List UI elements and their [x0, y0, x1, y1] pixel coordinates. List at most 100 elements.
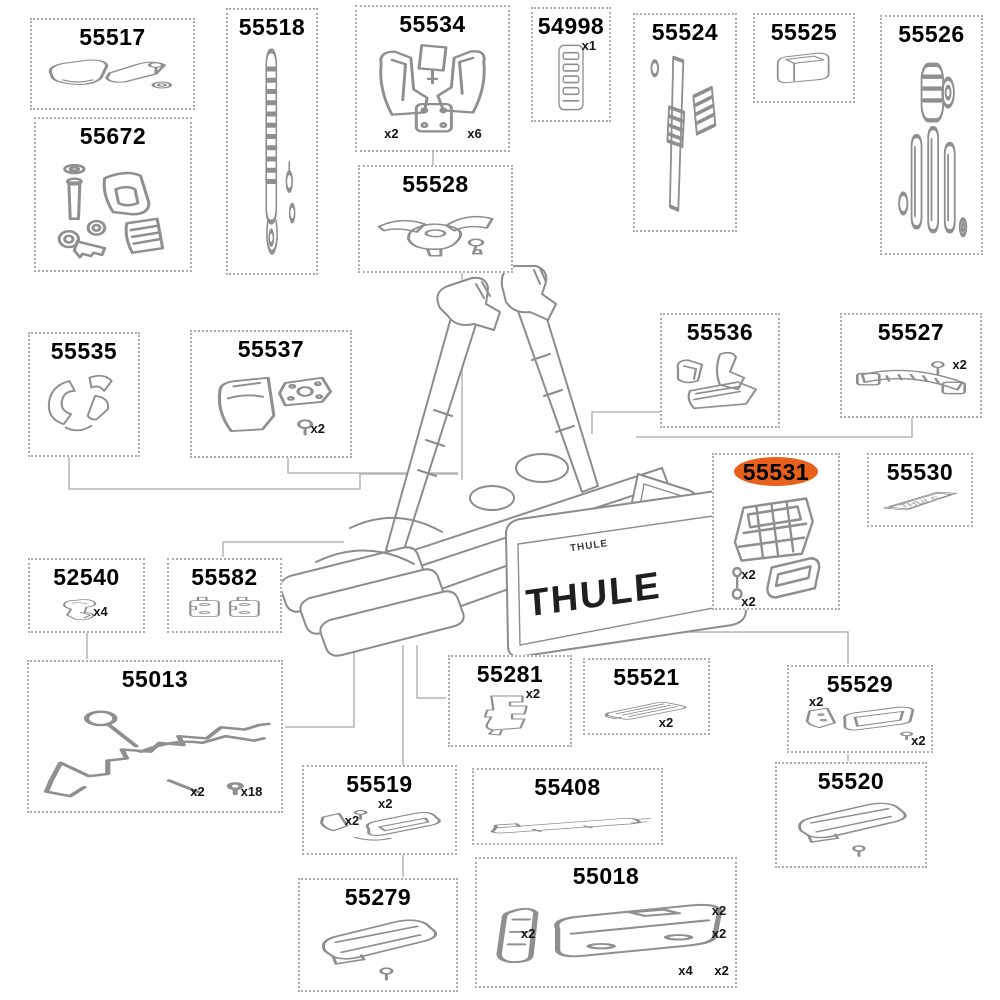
part-number: 55521	[613, 664, 680, 690]
quantity-label: x2	[384, 125, 399, 141]
part-box-55279[interactable]: 55279	[298, 878, 458, 992]
wheel-strap-loop	[515, 453, 569, 483]
frame-arm-right-head	[500, 265, 557, 321]
part-number: 55582	[191, 564, 258, 590]
connector-55536-to-assembly	[591, 411, 660, 434]
clip-sketch	[63, 599, 97, 621]
quantity-label: x2	[344, 812, 360, 828]
part-number: 55528	[402, 171, 469, 197]
part-box-55408[interactable]: 55408	[472, 768, 663, 845]
lamp-big-sketch	[798, 802, 907, 857]
part-box-55672[interactable]: 55672	[34, 117, 192, 272]
bike-carrier-drawing: THULE THULE	[279, 265, 747, 658]
rail-sketch	[490, 818, 652, 834]
part-number: 54998	[537, 13, 605, 39]
part-box-55521[interactable]: 55521 x2	[583, 658, 710, 735]
quantity-label: x2	[310, 421, 325, 437]
clamp-pair-sketch	[48, 59, 173, 89]
quantity-label: x4	[678, 963, 693, 979]
small-lamp-kit-sketch	[319, 809, 441, 841]
quantity-label: x2	[711, 903, 727, 919]
part-box-55517[interactable]: 55517	[30, 18, 195, 110]
part-number: 55525	[770, 19, 838, 45]
wheel-clamp-sketch	[47, 374, 113, 432]
quantity-label: x2	[711, 926, 727, 942]
part-number: 55013	[121, 666, 189, 692]
part-number: 55536	[686, 319, 754, 345]
bracket-small-sketch	[483, 695, 528, 736]
highlight-ellipse	[734, 457, 818, 486]
part-box-55525[interactable]: 55525	[753, 13, 855, 103]
part-box-55537[interactable]: 55537 x2	[190, 330, 352, 458]
lamp-big-sketch	[321, 919, 438, 981]
part-number: 55408	[534, 774, 601, 800]
part-number: 55534	[399, 11, 466, 37]
quantity-label: x2	[714, 963, 729, 979]
part-box-55528[interactable]: 55528	[358, 165, 513, 273]
part-box-55520[interactable]: 55520	[775, 762, 927, 868]
grid-handle-sketch	[731, 497, 821, 600]
blocks-sketch	[189, 596, 260, 617]
part-number: 55530	[886, 459, 954, 485]
part-box-55013[interactable]: 55013 x2 x18	[27, 660, 283, 813]
part-box-55535[interactable]: 55535	[28, 332, 140, 457]
knob-handle-sketch	[377, 215, 494, 257]
part-number: 55517	[79, 24, 146, 50]
part-number: 55018	[572, 863, 640, 889]
part-number: 55279	[344, 884, 412, 910]
part-box-55582[interactable]: 55582	[167, 558, 282, 633]
part-number: 55535	[50, 338, 118, 364]
cover-kit-sketch	[217, 376, 333, 436]
bracket-arm-sketch	[855, 361, 967, 395]
part-number: 55519	[346, 771, 413, 797]
connector-55281-to-assembly	[416, 645, 446, 699]
quantity-label: x2	[911, 732, 926, 748]
tensioner-sketch	[898, 62, 968, 238]
connector-55535-to-assembly	[68, 457, 458, 490]
part-number: 55529	[826, 671, 894, 697]
quantity-label: x18	[240, 784, 263, 800]
part-number: 55518	[238, 14, 306, 40]
ramp-sketch	[604, 702, 687, 720]
frame-arm-left-head	[436, 276, 501, 331]
plate-kit-sketch	[496, 903, 723, 964]
part-box-55536[interactable]: 55536	[660, 313, 780, 428]
quantity-label: x2	[525, 686, 541, 702]
rod-sketch	[650, 55, 717, 212]
quantity-label: x4	[93, 604, 108, 620]
plate-logo-small: THULE	[569, 538, 609, 554]
strap-long-sketch	[265, 48, 296, 255]
connector-55013-to-assembly	[285, 647, 355, 728]
quantity-label: x1	[581, 37, 597, 53]
connector-55537-to-assembly	[287, 458, 458, 474]
part-box-55526[interactable]: 55526	[880, 15, 983, 255]
part-number: 55531	[742, 459, 810, 485]
part-number: 55672	[79, 123, 147, 149]
part-box-55518[interactable]: 55518	[226, 8, 318, 275]
carrier-illustration: THULE THULE	[279, 265, 747, 658]
cap-sketch	[776, 52, 830, 84]
ladder-strap-sketch	[558, 44, 584, 111]
part-number: 55281	[476, 661, 544, 687]
harness-sketch	[43, 710, 271, 798]
part-number: 55527	[877, 319, 945, 345]
connector-55582-to-assembly	[222, 541, 344, 557]
quantity-label: x2	[190, 784, 205, 800]
part-number: 55520	[817, 768, 885, 794]
lock-kit-sketch	[57, 163, 165, 259]
quantity-label: x2	[808, 693, 824, 709]
quantity-label: x2	[658, 715, 674, 731]
wheel-tray	[319, 590, 465, 657]
part-box-55524[interactable]: 55524	[633, 13, 737, 232]
part-number: 55537	[237, 336, 305, 362]
